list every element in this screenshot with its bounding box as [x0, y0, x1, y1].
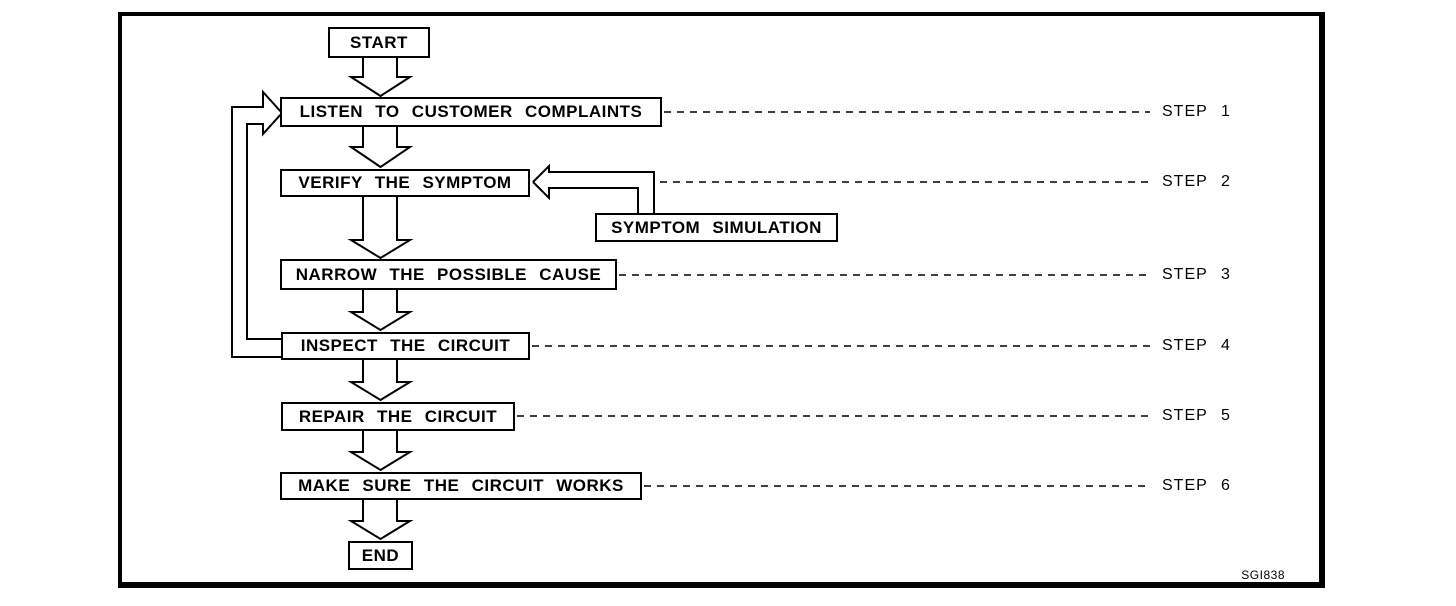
loop-step4-to-step1-inner — [246, 112, 283, 340]
arrow-step1-to-step2 — [347, 127, 414, 169]
diagram-frame — [118, 12, 1325, 588]
arrow-step3-to-step4 — [347, 290, 414, 332]
step4-node: INSPECT THE CIRCUIT — [281, 332, 530, 360]
step4-label: STEP 4 — [1162, 337, 1231, 354]
step1-node: LISTEN TO CUSTOMER COMPLAINTS — [280, 97, 662, 127]
step5-label: STEP 5 — [1162, 407, 1231, 424]
arrow-step2-to-step3 — [347, 197, 414, 260]
arrow-symptom-simulation-outer — [532, 163, 655, 213]
step6-label: STEP 6 — [1162, 477, 1231, 494]
start-node: START — [328, 27, 430, 58]
step2-node: VERIFY THE SYMPTOM — [280, 169, 530, 197]
arrow-symptom-simulation-inner — [532, 181, 639, 213]
arrow-step6-to-end — [347, 500, 414, 541]
step6-node: MAKE SURE THE CIRCUIT WORKS — [280, 472, 642, 500]
step1-label: STEP 1 — [1162, 103, 1231, 120]
symptom-simulation-node: SYMPTOM SIMULATION — [595, 213, 838, 242]
end-node: END — [348, 541, 413, 570]
arrow-step5-to-step6 — [347, 431, 414, 472]
step5-node: REPAIR THE CIRCUIT — [281, 402, 515, 431]
arrow-step4-to-step5 — [347, 360, 414, 402]
step2-label: STEP 2 — [1162, 173, 1231, 190]
figure-code: SGI838 — [1241, 568, 1285, 582]
step3-node: NARROW THE POSSIBLE CAUSE — [280, 259, 617, 290]
step3-label: STEP 3 — [1162, 266, 1231, 283]
loop-step4-to-step1-outer — [231, 89, 283, 358]
arrow-start-to-step1 — [347, 58, 414, 98]
